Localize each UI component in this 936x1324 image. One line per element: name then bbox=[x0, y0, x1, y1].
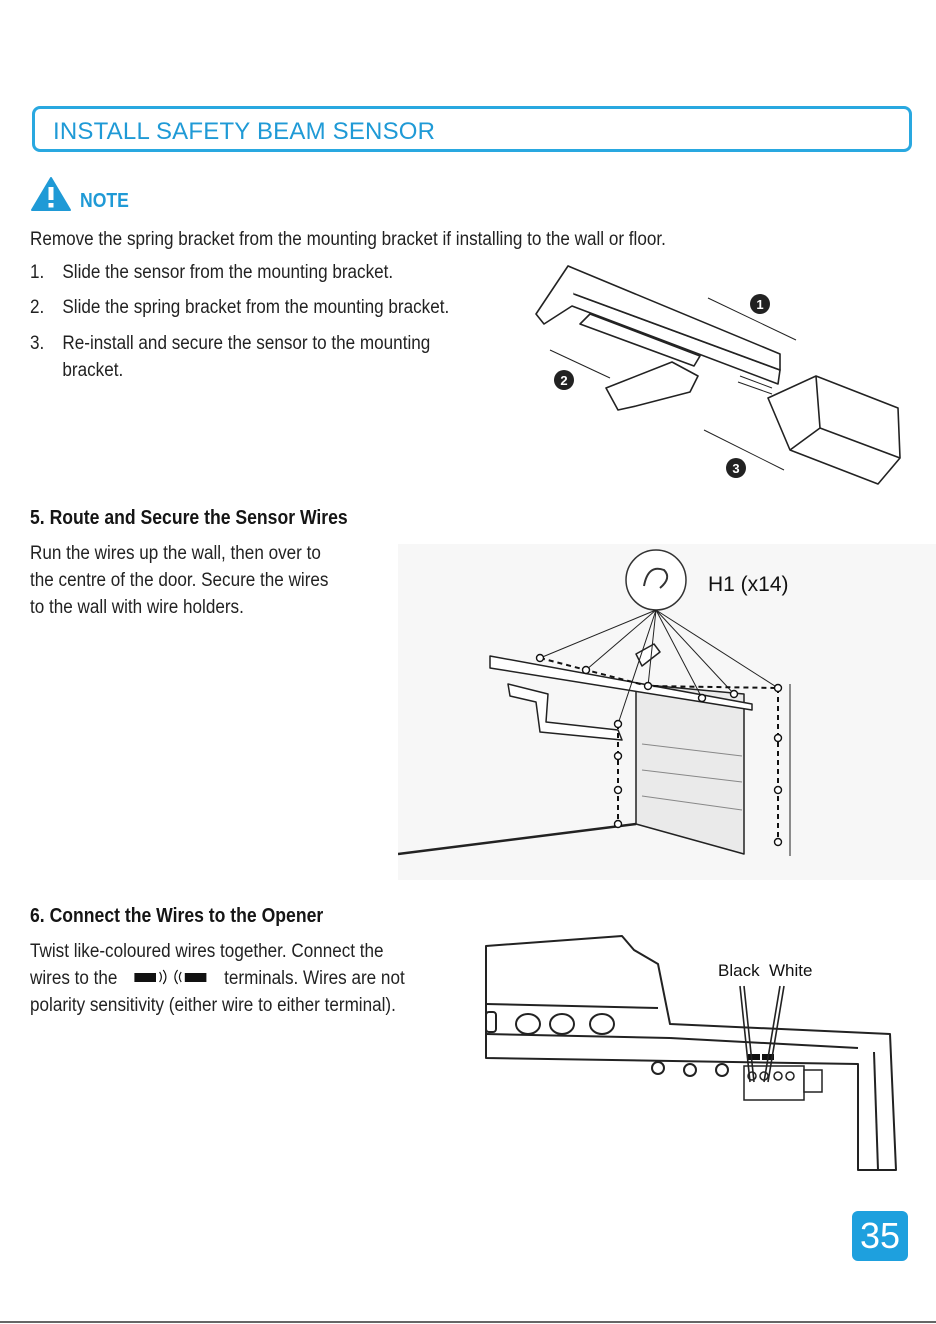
warning-icon bbox=[31, 177, 71, 211]
callout-2: 2 bbox=[560, 373, 567, 388]
section-6-line-3: polarity sensitivity (either wire to eit… bbox=[30, 995, 396, 1016]
section-title-box: INSTALL SAFETY BEAM SENSOR bbox=[32, 106, 912, 152]
step-number: 3. bbox=[30, 333, 45, 354]
section-6-line-1: Twist like-coloured wires together. Conn… bbox=[30, 941, 384, 962]
step-number: 2. bbox=[30, 297, 45, 318]
note-text: Remove the spring bracket from the mount… bbox=[30, 229, 666, 250]
section-6-heading: 6. Connect the Wires to the Opener bbox=[30, 905, 324, 927]
callout-3: 3 bbox=[732, 461, 739, 476]
opener-terminal-illustration: Black White bbox=[485, 935, 897, 1171]
page-number: 35 bbox=[852, 1211, 908, 1261]
section-5-heading: 5. Route and Secure the Sensor Wires bbox=[30, 507, 348, 529]
section-6-line-2: wires to the terminals. Wires are not bbox=[30, 965, 462, 992]
note-label: NOTE bbox=[80, 190, 129, 212]
figure-label: H1 (x14) bbox=[708, 573, 789, 596]
step-2: 2. Slide the spring bracket from the mou… bbox=[30, 294, 534, 321]
step-text: Re-install and secure the sensor to the … bbox=[62, 333, 431, 354]
section-6-line-2-start: wires to the bbox=[30, 968, 118, 989]
garage-wiring-illustration: H1 (x14) bbox=[398, 544, 936, 880]
wire-holder-icon bbox=[625, 549, 687, 611]
wire-label-black: Black bbox=[718, 961, 760, 980]
section-5-line-3: to the wall with wire holders. bbox=[30, 597, 244, 618]
section-5-line-1: Run the wires up the wall, then over to bbox=[30, 543, 321, 564]
callout-1: 1 bbox=[756, 297, 763, 312]
sensor-bracket-illustration: 1 2 3 bbox=[535, 265, 901, 485]
step-text: Slide the spring bracket from the mounti… bbox=[62, 297, 450, 318]
step-text-continued: bracket. bbox=[62, 360, 124, 381]
step-text: Slide the sensor from the mounting brack… bbox=[62, 262, 394, 283]
section-6-line-2-end: terminals. Wires are not bbox=[224, 968, 405, 989]
step-number: 1. bbox=[30, 262, 45, 283]
section-title: INSTALL SAFETY BEAM SENSOR bbox=[53, 118, 436, 145]
step-1: 1. Slide the sensor from the mounting br… bbox=[30, 259, 516, 286]
section-5-line-2: the centre of the door. Secure the wires bbox=[30, 570, 329, 591]
wire-label-white: White bbox=[769, 961, 812, 980]
bottom-rule bbox=[0, 1321, 936, 1323]
step-3: 3. Re-install and secure the sensor to t… bbox=[30, 330, 534, 386]
sensor-terminal-icon bbox=[134, 969, 207, 985]
